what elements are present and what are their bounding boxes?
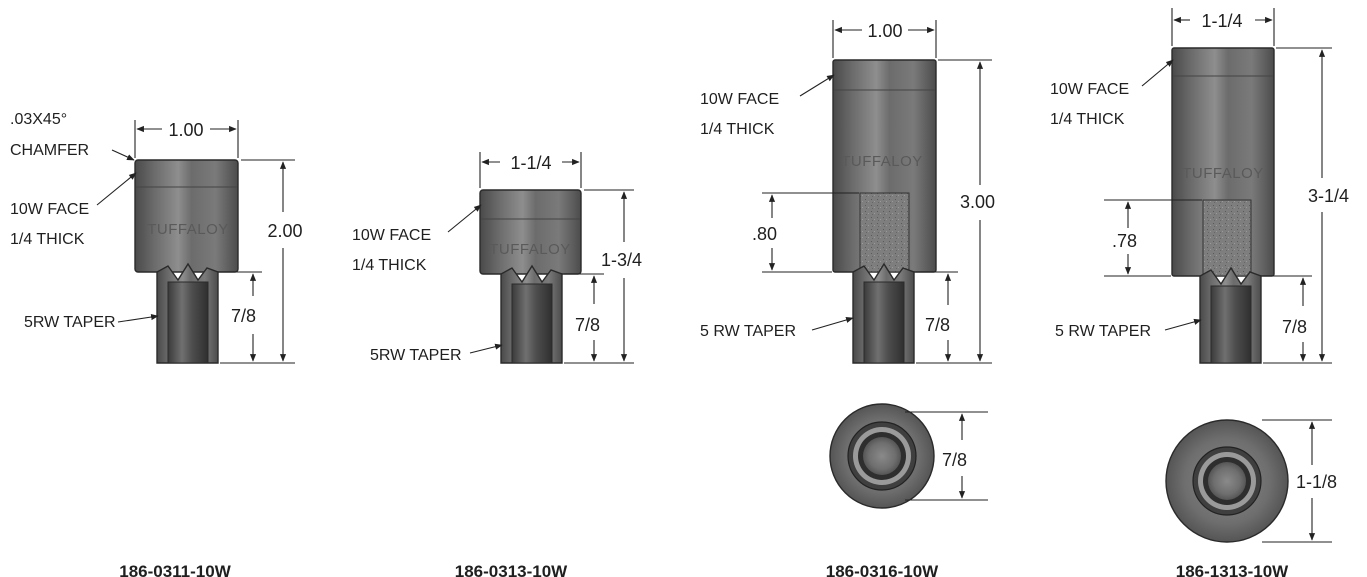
shank-length-value: 7/8 xyxy=(575,315,600,335)
taper-label: 5 RW TAPER xyxy=(700,323,796,340)
overall-length-value: 2.00 xyxy=(267,221,302,241)
face-label-line1: 10W FACE xyxy=(1050,81,1129,98)
top-width-dimension xyxy=(832,20,937,58)
shank-length-value: 7/8 xyxy=(231,306,256,326)
taper-label: 5 RW TAPER xyxy=(1055,323,1151,340)
overall-length-dimension xyxy=(1263,47,1332,364)
face-label-line2: 1/4 THICK xyxy=(1050,111,1125,128)
end-view-diameter-value: 1-1/8 xyxy=(1296,472,1337,492)
taper-label: 5RW TAPER xyxy=(24,314,116,331)
brand-label: TUFFALOY xyxy=(841,153,923,170)
electrode-body-icon xyxy=(479,189,582,364)
face-label-line1: 10W FACE xyxy=(700,91,779,108)
face-label-line2: 1/4 THICK xyxy=(700,121,775,138)
overall-length-dimension xyxy=(916,59,992,364)
part-number: 186-1313-10W xyxy=(1176,562,1289,577)
part-186-0316-10W: TUFFALOY 1.00 10W FACE 1/4 THICK 3.00 .8… xyxy=(700,20,995,577)
electrode-body-icon xyxy=(832,59,937,364)
end-view-diameter-dimension xyxy=(905,411,988,501)
brand-label: TUFFALOY xyxy=(147,221,229,238)
shank-length-value: 7/8 xyxy=(1282,317,1307,337)
insert-depth-dimension xyxy=(762,192,859,273)
top-width-value: 1-1/4 xyxy=(510,153,551,173)
overall-length-value: 3-1/4 xyxy=(1308,186,1349,206)
part-186-0311-10W: TUFFALOY 1.00 .03X45° CHAMFER 10W FACE 1… xyxy=(10,111,303,577)
part-186-0313-10W: TUFFALOY 1-1/4 10W FACE 1/4 THICK 1-3/4 … xyxy=(352,152,642,577)
insert-depth-value: .78 xyxy=(1112,231,1137,251)
overall-length-value: 1-3/4 xyxy=(601,250,642,270)
electrode-body-icon xyxy=(1171,47,1275,364)
shank-length-dimension xyxy=(1263,275,1312,362)
insert-depth-value: .80 xyxy=(752,224,777,244)
part-number: 186-0316-10W xyxy=(826,562,939,577)
top-width-dimension xyxy=(479,152,582,188)
chamfer-label: CHAMFER xyxy=(10,142,89,159)
brand-label: TUFFALOY xyxy=(489,241,571,258)
part-186-1313-10W: TUFFALOY 1-1/4 10W FACE 1/4 THICK 3-1/4 … xyxy=(1050,8,1349,577)
top-width-dimension xyxy=(134,120,239,158)
top-width-value: 1.00 xyxy=(867,21,902,41)
brand-label: TUFFALOY xyxy=(1182,165,1264,182)
face-label-line1: 10W FACE xyxy=(10,201,89,218)
top-width-value: 1-1/4 xyxy=(1201,11,1242,31)
overall-length-value: 3.00 xyxy=(960,192,995,212)
electrode-body-icon xyxy=(134,159,239,364)
insert-depth-dimension xyxy=(1104,199,1202,277)
taper-label: 5RW TAPER xyxy=(370,347,462,364)
shank-length-value: 7/8 xyxy=(925,315,950,335)
end-view-icon xyxy=(1165,419,1289,543)
end-view-diameter-dimension xyxy=(1262,419,1332,543)
face-label-line2: 1/4 THICK xyxy=(10,231,85,248)
end-view-diameter-value: 7/8 xyxy=(942,450,967,470)
face-label-line2: 1/4 THICK xyxy=(352,257,427,274)
shank-length-dimension xyxy=(916,271,958,362)
shank-length-dimension xyxy=(220,271,262,364)
part-number: 186-0311-10W xyxy=(119,562,231,577)
chamfer-note: .03X45° xyxy=(10,111,67,128)
face-label-line1: 10W FACE xyxy=(352,227,431,244)
shank-length-dimension xyxy=(564,273,604,362)
end-view-icon xyxy=(829,403,935,509)
overall-length-dimension xyxy=(564,189,634,364)
overall-length-dimension xyxy=(241,159,295,364)
top-width-value: 1.00 xyxy=(168,120,203,140)
part-number: 186-0313-10W xyxy=(455,562,568,577)
top-width-dimension xyxy=(1171,8,1275,46)
